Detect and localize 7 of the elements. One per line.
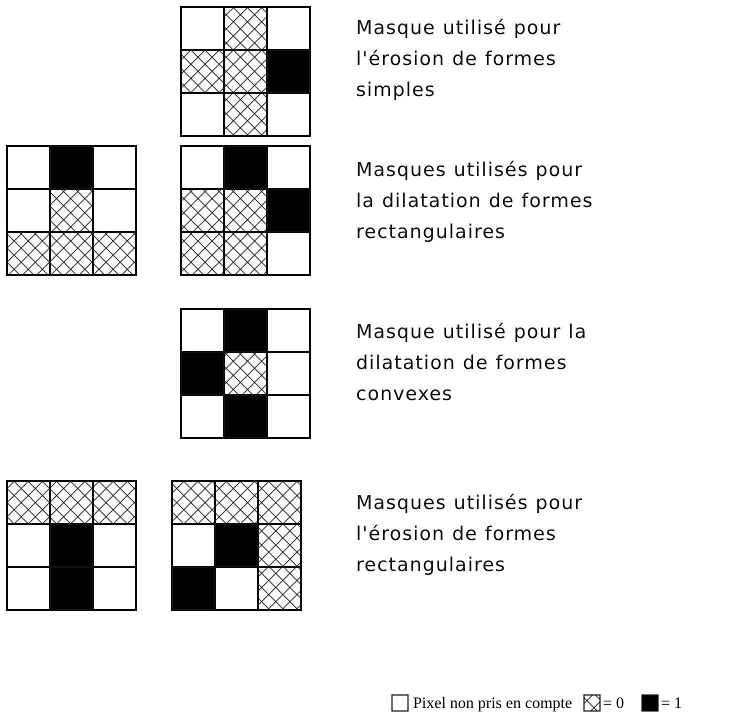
legend-text: = 0 xyxy=(603,694,624,714)
mask-description: Masque utilisé pour la dilatation de formes convexes xyxy=(356,320,588,407)
legend-text: = 1 xyxy=(661,694,682,714)
mask-description: Masque utilisé pour l'érosion de formes simples xyxy=(356,16,562,103)
legend-text: Pixel non pris en compte xyxy=(413,694,572,714)
mask-description: Masques utilisés pour la dilatation de formes rectangulaires xyxy=(356,158,594,245)
mask-description: Masques utilisés pour l'érosion de formes rectangulaires xyxy=(356,491,584,578)
